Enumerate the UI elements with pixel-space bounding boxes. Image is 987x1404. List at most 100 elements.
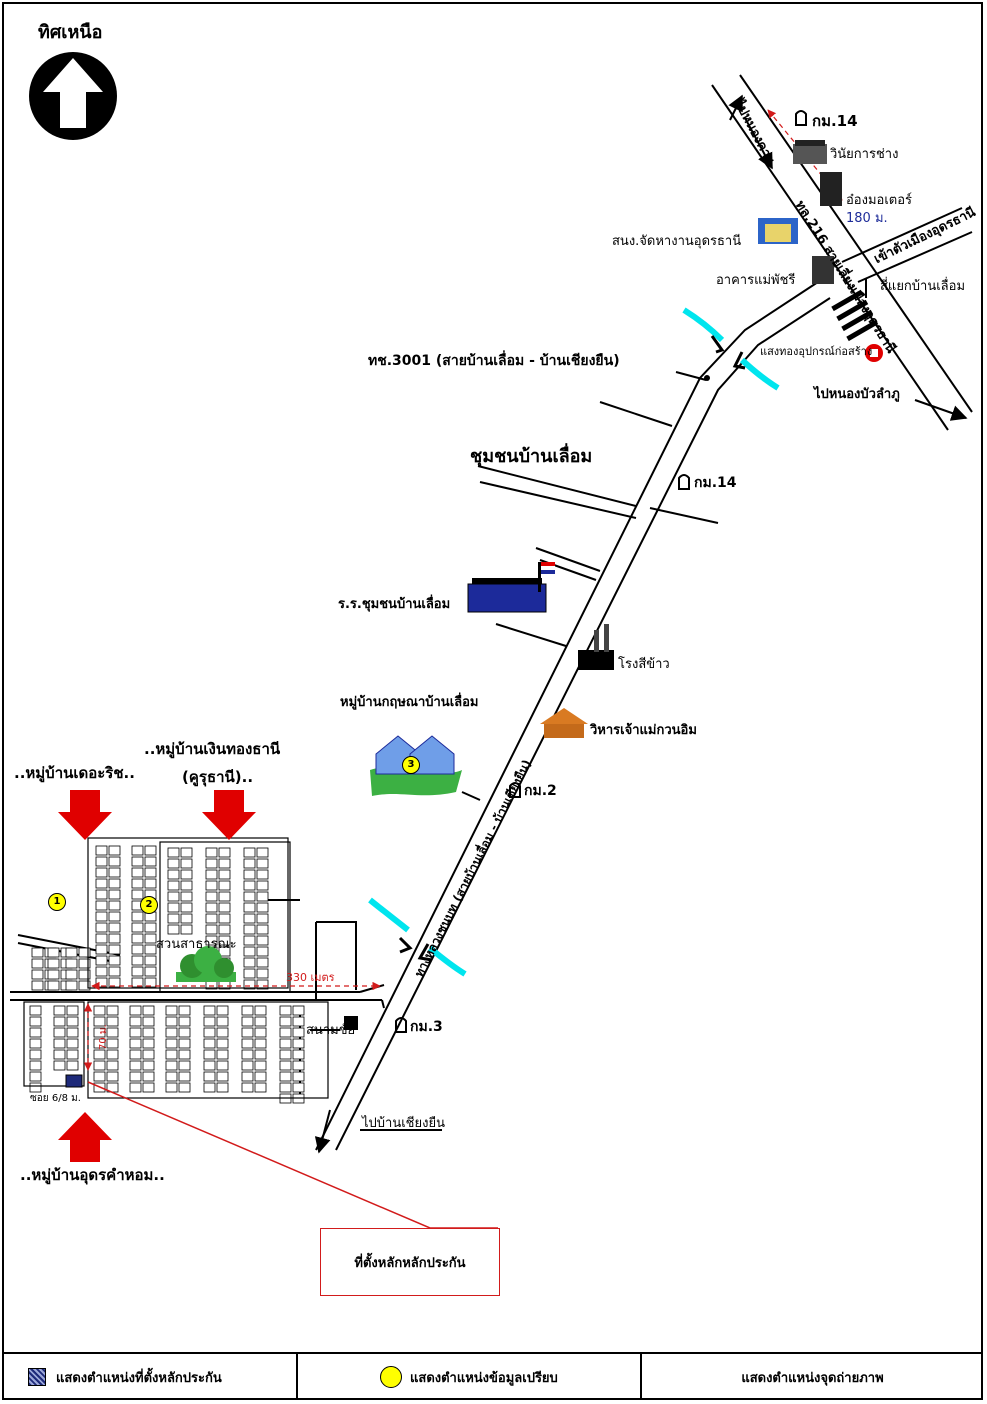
lot-block (243, 968, 256, 979)
lot-block (203, 1082, 216, 1093)
lot-block (142, 1082, 155, 1093)
lot-block (144, 856, 157, 867)
lot-block (65, 958, 78, 969)
lot-block (254, 1038, 267, 1049)
lot-block (95, 911, 108, 922)
lot-block (108, 944, 121, 955)
lot-block (218, 858, 231, 869)
lot-block (66, 1049, 79, 1060)
lot-block (66, 1060, 79, 1071)
lot-block (205, 924, 218, 935)
lot-block (178, 1071, 191, 1082)
lot-block (167, 847, 180, 858)
red-arrow-icon (58, 790, 256, 1162)
village-rich-label: ..หมู่บ้านเดอะริช.. (14, 764, 135, 782)
lot-block (29, 1071, 42, 1082)
lot-block (205, 935, 218, 946)
comparable-marker: 3 (402, 756, 420, 774)
lot-block (93, 1071, 106, 1082)
lot-block (108, 900, 121, 911)
map-canvas (10, 52, 973, 1229)
lot-block (131, 856, 144, 867)
lot-block (292, 1027, 305, 1038)
legend-collateral-label: แสดงตำแหน่งที่ตั้งหลักประกัน (56, 1370, 222, 1386)
lot-block (165, 1049, 178, 1060)
lot-block (106, 1016, 119, 1027)
ricemill-icon (578, 624, 614, 670)
lot-block (53, 1016, 66, 1027)
collateral-marker (65, 1074, 83, 1088)
lot-block (108, 845, 121, 856)
lot-block (243, 847, 256, 858)
comparable-dot-icon (380, 1366, 402, 1388)
lot-block (256, 847, 269, 858)
lot-block (108, 856, 121, 867)
lot-block (254, 1005, 267, 1016)
lot-block (241, 1060, 254, 1071)
lot-block (243, 957, 256, 968)
lot-block (205, 902, 218, 913)
village-ngoen-sub-label: (คูรุธานี).. (182, 768, 254, 786)
lot-block (93, 1060, 106, 1071)
lot-block (29, 1005, 42, 1016)
lot-block (95, 955, 108, 966)
lot-block (131, 878, 144, 889)
km-3-label: กม.3 (410, 1019, 443, 1035)
lot-block (279, 1060, 292, 1071)
lot-block (131, 889, 144, 900)
shrine-label: วิหารเจ้าแม่กวนอิม (590, 723, 697, 738)
lot-block (142, 1038, 155, 1049)
lot-block (165, 1060, 178, 1071)
crosswalk (831, 289, 879, 342)
lot-block (131, 933, 144, 944)
lot-block (66, 1027, 79, 1038)
building-label: อาคารแม่พัชรี (716, 273, 796, 288)
lot-block (180, 858, 193, 869)
lot-block (47, 958, 60, 969)
lot-block (241, 1082, 254, 1093)
lot-block (93, 1027, 106, 1038)
lot-block (218, 891, 231, 902)
lot-block (29, 1060, 42, 1071)
distance-330: 330 เมตร (286, 971, 335, 984)
lot-block (93, 1016, 106, 1027)
lot-block (66, 1005, 79, 1016)
lot-block (144, 955, 157, 966)
north-label: ทิศเหนือ (38, 22, 103, 43)
callout-line (87, 1081, 498, 1229)
lot-block (216, 1038, 229, 1049)
lot-block (142, 1071, 155, 1082)
ricemill-label: โรงสีข้าว (618, 657, 670, 672)
lot-block (205, 847, 218, 858)
lot-block (65, 947, 78, 958)
lot-block (78, 969, 91, 980)
km-14-label: กม.14 (812, 112, 858, 130)
lot-block (108, 922, 121, 933)
lot-block (216, 1071, 229, 1082)
lot-block (292, 1038, 305, 1049)
lot-block (279, 1027, 292, 1038)
lot-block (256, 913, 269, 924)
lot-block (180, 902, 193, 913)
lot-block (53, 1027, 66, 1038)
village-ngoen-label: ..หมู่บ้านเงินทองธานี (144, 740, 281, 758)
stream (368, 307, 780, 977)
legend-comparable: แสดงตำแหน่งข้อมูลเปรียบ (298, 1354, 642, 1400)
lot-block (95, 867, 108, 878)
lot-block (95, 966, 108, 977)
lot-block (256, 858, 269, 869)
lot-block (216, 1060, 229, 1071)
lot-block (31, 947, 44, 958)
village-outline (159, 841, 291, 993)
lot-block (29, 1038, 42, 1049)
lot-block (243, 935, 256, 946)
lot-block (106, 1071, 119, 1082)
lot-block (241, 1038, 254, 1049)
lot-block (203, 1005, 216, 1016)
lot-block (178, 1027, 191, 1038)
lot-block (142, 1027, 155, 1038)
lot-block (29, 1016, 42, 1027)
lot-block (131, 845, 144, 856)
lot-block (218, 935, 231, 946)
